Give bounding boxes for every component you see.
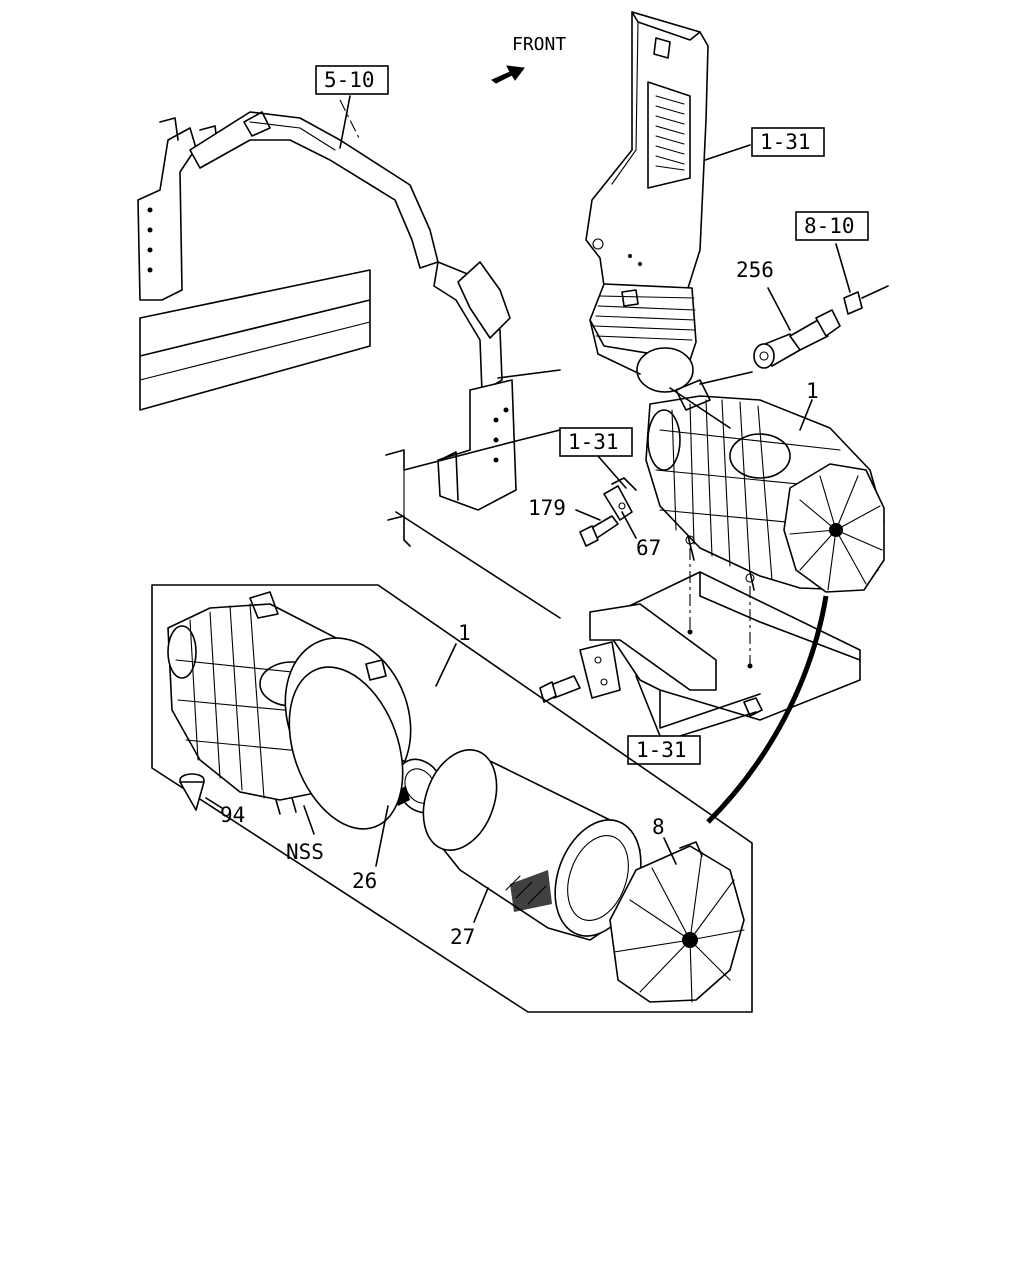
drain-valve-94 xyxy=(179,773,205,811)
callout-94: 94 xyxy=(220,803,245,827)
leader-1-31-clamp xyxy=(597,455,627,489)
leader-1-31-bracket xyxy=(679,711,757,737)
intake-duct xyxy=(585,11,709,393)
leader-duct-to-cleaner xyxy=(669,387,731,429)
bolt-179 xyxy=(579,515,619,547)
front-arrow-icon xyxy=(491,65,525,84)
ref-box-1-31-duct[interactable]: 1-31 xyxy=(751,127,825,157)
leader-1-lower xyxy=(435,643,457,687)
leader-27 xyxy=(473,887,489,923)
leader-256 xyxy=(767,287,791,331)
end-cover-8 xyxy=(609,841,745,1003)
callout-256: 256 xyxy=(736,258,774,282)
exploded-view-connector xyxy=(706,595,829,824)
svg-text:8-10: 8-10 xyxy=(804,214,855,238)
leader-line xyxy=(339,99,361,141)
callout-1-upper: 1 xyxy=(806,379,819,403)
svg-text:1-31: 1-31 xyxy=(636,738,687,762)
leader-179 xyxy=(575,509,601,521)
ref-box-5-10[interactable]: 5-10 xyxy=(315,65,389,95)
leader-5-10 xyxy=(339,95,351,149)
mounting-bracket xyxy=(539,571,861,729)
restriction-indicator xyxy=(753,285,889,369)
leader-8-10 xyxy=(835,243,851,293)
leader-indicator xyxy=(699,371,753,385)
leader-nss xyxy=(303,805,315,835)
callout-179: 179 xyxy=(528,496,566,520)
callout-8: 8 xyxy=(652,815,665,839)
seal-nss xyxy=(288,666,404,830)
ref-box-1-31-clamp[interactable]: 1-31 xyxy=(559,427,633,457)
callout-67: 67 xyxy=(636,536,661,560)
leader-1-upper xyxy=(799,399,813,431)
svg-text:5-10: 5-10 xyxy=(324,68,375,92)
ref-box-8-10[interactable]: 8-10 xyxy=(795,211,869,241)
air-cleaner-assembly-upper xyxy=(645,379,885,593)
leader-67 xyxy=(621,511,637,539)
ref-box-1-31-bracket[interactable]: 1-31 xyxy=(627,735,701,765)
outer-filter-27 xyxy=(422,748,642,941)
callout-nss: NSS xyxy=(286,840,324,864)
leader-26 xyxy=(375,805,389,867)
frame-line xyxy=(395,511,561,619)
frame-crossmember xyxy=(137,111,561,547)
front-label: FRONT xyxy=(512,34,566,55)
callout-1-lower: 1 xyxy=(458,621,471,645)
svg-text:1-31: 1-31 xyxy=(760,130,811,154)
clamp-67 xyxy=(603,477,637,521)
callout-26: 26 xyxy=(352,869,377,893)
callout-27: 27 xyxy=(450,925,475,949)
leader-94 xyxy=(205,797,223,809)
exploded-view-panel xyxy=(151,584,753,1013)
leader-1-31-bracket xyxy=(635,675,661,737)
svg-text:1-31: 1-31 xyxy=(568,430,619,454)
leader-1-31-duct xyxy=(704,144,751,161)
leader-8 xyxy=(663,837,677,865)
